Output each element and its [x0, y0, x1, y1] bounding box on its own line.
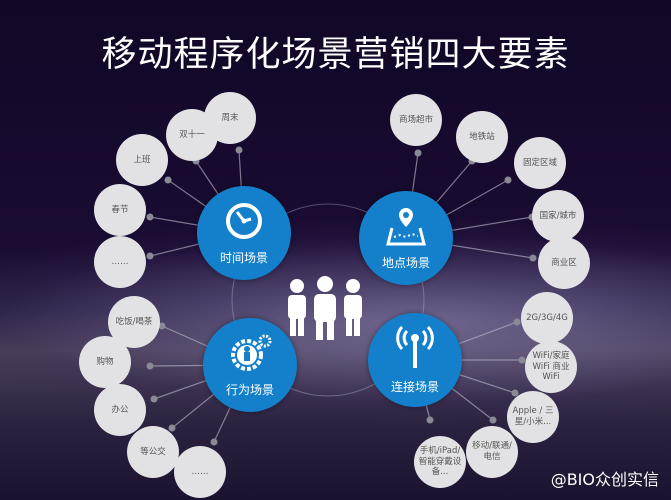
connector-dot: [426, 416, 434, 424]
satellite-connect: 移动/联通/电信: [466, 426, 518, 478]
satellite-behavior: 等公交: [127, 426, 179, 478]
connector-dot: [146, 362, 154, 370]
satellite-place: 固定区域: [514, 137, 566, 189]
connector-dot: [489, 416, 497, 424]
connector-dot: [158, 322, 166, 330]
satellite-behavior: 办公: [94, 384, 146, 436]
hub-place: 地点场景: [359, 191, 453, 285]
satellite-connect: 手机/iPad/智能穿戴设备...: [414, 436, 466, 488]
hub-label: 时间场景: [219, 250, 268, 265]
connector-dot: [504, 176, 512, 184]
connector-dot: [235, 146, 243, 154]
satellite-time: ……: [94, 236, 146, 288]
hub-label: 连接场景: [390, 379, 439, 394]
people-group-icon: [283, 276, 367, 344]
hub-label: 行为场景: [225, 382, 274, 397]
connector-dot: [210, 438, 218, 446]
center-ring: [231, 203, 425, 397]
connector-dot: [164, 176, 172, 184]
connector-dot: [168, 424, 176, 432]
hub-connect: 连接场景: [368, 313, 462, 407]
satellite-behavior: 购物: [79, 336, 131, 388]
connector-dot: [414, 149, 422, 157]
satellite-connect: Apple / 三星/小米...: [507, 391, 559, 443]
connector-dot: [513, 318, 521, 326]
satellite-connect: 2G/3G/4G: [521, 292, 573, 344]
watermark: @BIO众创实信: [550, 470, 659, 489]
map-pin-icon: [384, 206, 428, 250]
satellite-connect: WiFi/家庭WiFi 商业WiFi: [525, 341, 577, 393]
gear-person-icon: [227, 333, 273, 377]
hub-label: 地点场景: [381, 255, 430, 270]
connector-dot: [150, 395, 158, 403]
satellite-time: 上班: [116, 134, 168, 186]
satellite-place: 商场超市: [390, 94, 442, 146]
clock-icon: [224, 201, 264, 245]
connector-dot: [511, 389, 519, 397]
satellite-place: 地铁站: [456, 111, 508, 163]
connector-dot: [529, 254, 537, 262]
connector-dot: [518, 356, 526, 364]
satellite-behavior: ……: [174, 446, 226, 498]
hub-time: 时间场景: [197, 186, 291, 280]
antenna-signal-icon: [393, 325, 437, 374]
satellite-place: 国家/城市: [532, 190, 584, 242]
connector-dot: [146, 252, 154, 260]
satellite-time: 春节: [94, 184, 146, 236]
connector-dot: [146, 213, 154, 221]
satellite-place: 商业区: [538, 237, 590, 289]
hub-behavior: 行为场景: [203, 318, 297, 412]
satellite-time: 双十一: [166, 109, 218, 161]
page-title: 移动程序化场景营销四大要素: [101, 35, 570, 75]
